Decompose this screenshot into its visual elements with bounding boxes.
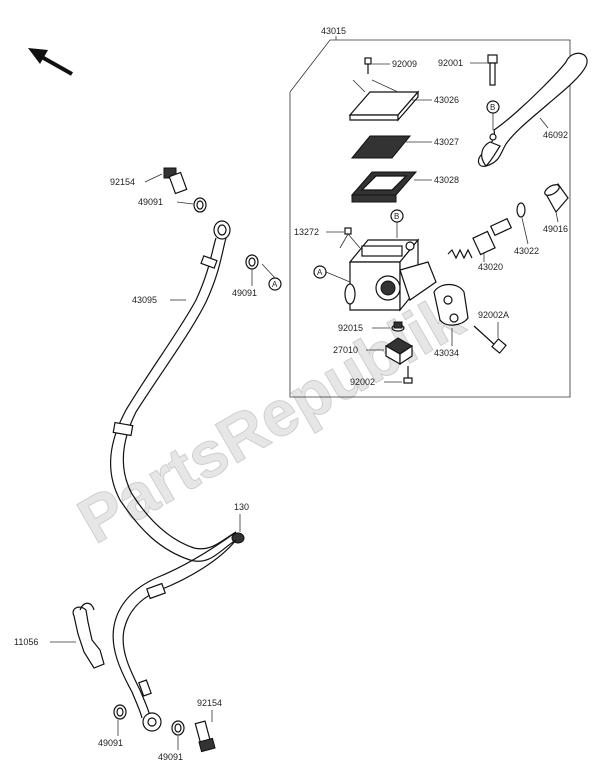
label-43022: 43022 (514, 246, 539, 256)
diaphragm-43028: 43028 (350, 171, 459, 203)
label-49016: 49016 (543, 224, 568, 234)
diaphragm-plate-43027: 43027 (350, 135, 459, 159)
label-13272: 13272 (294, 227, 319, 237)
reservoir-cap-43026: 43026 (348, 79, 459, 122)
washer-92015: 92015 (338, 321, 405, 333)
bolt-92002a: 92002A (473, 310, 509, 354)
label-92009: 92009 (392, 59, 417, 69)
bolt-92001: 92001 (438, 54, 498, 86)
brake-lever-46092: 46092 (477, 52, 588, 167)
washer-49091-lower-left: 49091 (98, 704, 127, 748)
label-130: 130 (234, 502, 249, 512)
assembly-box (289, 39, 571, 398)
watermark: PartsRepublik (66, 279, 475, 557)
label-43020: 43020 (478, 262, 503, 272)
label-49091-lower-right: 49091 (158, 752, 183, 762)
screw-92002: 92002 (350, 366, 413, 387)
callout-a-cylinder: A (317, 268, 323, 277)
callout-b-lever: B (490, 103, 495, 112)
brake-hose-43095: 43095 (109, 220, 237, 562)
banjo-fitting-lower (142, 712, 162, 732)
label-43027: 43027 (434, 137, 459, 147)
washer-49091-upper: 49091 (138, 197, 207, 213)
switch-27010: 27010 (333, 337, 413, 366)
piston-43020: 43020 (447, 217, 513, 272)
label-43015: 43015 (321, 26, 346, 36)
washer-49091-right: 49091 (232, 254, 259, 298)
callout-a-hose: A (272, 280, 278, 289)
label-92154-top: 92154 (110, 177, 135, 187)
brake-hose-lower (112, 531, 237, 719)
label-49091-right: 49091 (232, 288, 257, 298)
callout-b-cylinder: B (394, 212, 399, 221)
label-43095: 43095 (132, 295, 157, 305)
master-cylinder-body (344, 238, 437, 312)
circlip-43022: 43022 (514, 202, 539, 256)
screw-92009: 92009 (364, 57, 417, 74)
label-92002a: 92002A (478, 310, 509, 320)
label-92001: 92001 (438, 58, 463, 68)
label-43026: 43026 (434, 95, 459, 105)
label-49091-lower-left: 49091 (98, 738, 123, 748)
label-92154-lower: 92154 (197, 698, 222, 708)
label-92002: 92002 (350, 377, 375, 387)
label-43034: 43034 (434, 348, 459, 358)
washer-49091-lower-right: 49091 (158, 720, 185, 762)
label-49091-upper: 49091 (138, 197, 163, 207)
label-27010: 27010 (333, 345, 358, 355)
clamp-43034: 43034 (433, 283, 469, 358)
bracket-13272: 13272 (294, 227, 361, 249)
banjo-bolt-92154-lower: 92154 (194, 698, 222, 753)
label-43028: 43028 (434, 175, 459, 185)
banjo-bolt-92154-top: 92154 (110, 167, 188, 195)
label-11056: 11056 (14, 637, 38, 647)
label-46092: 46092 (543, 130, 568, 140)
direction-arrow-icon (28, 48, 73, 76)
bleeder-cap-130: 130 (231, 502, 249, 544)
boot-49016: 49016 (543, 183, 569, 234)
clamp-11056: 11056 (14, 602, 105, 669)
label-92015: 92015 (338, 323, 363, 333)
